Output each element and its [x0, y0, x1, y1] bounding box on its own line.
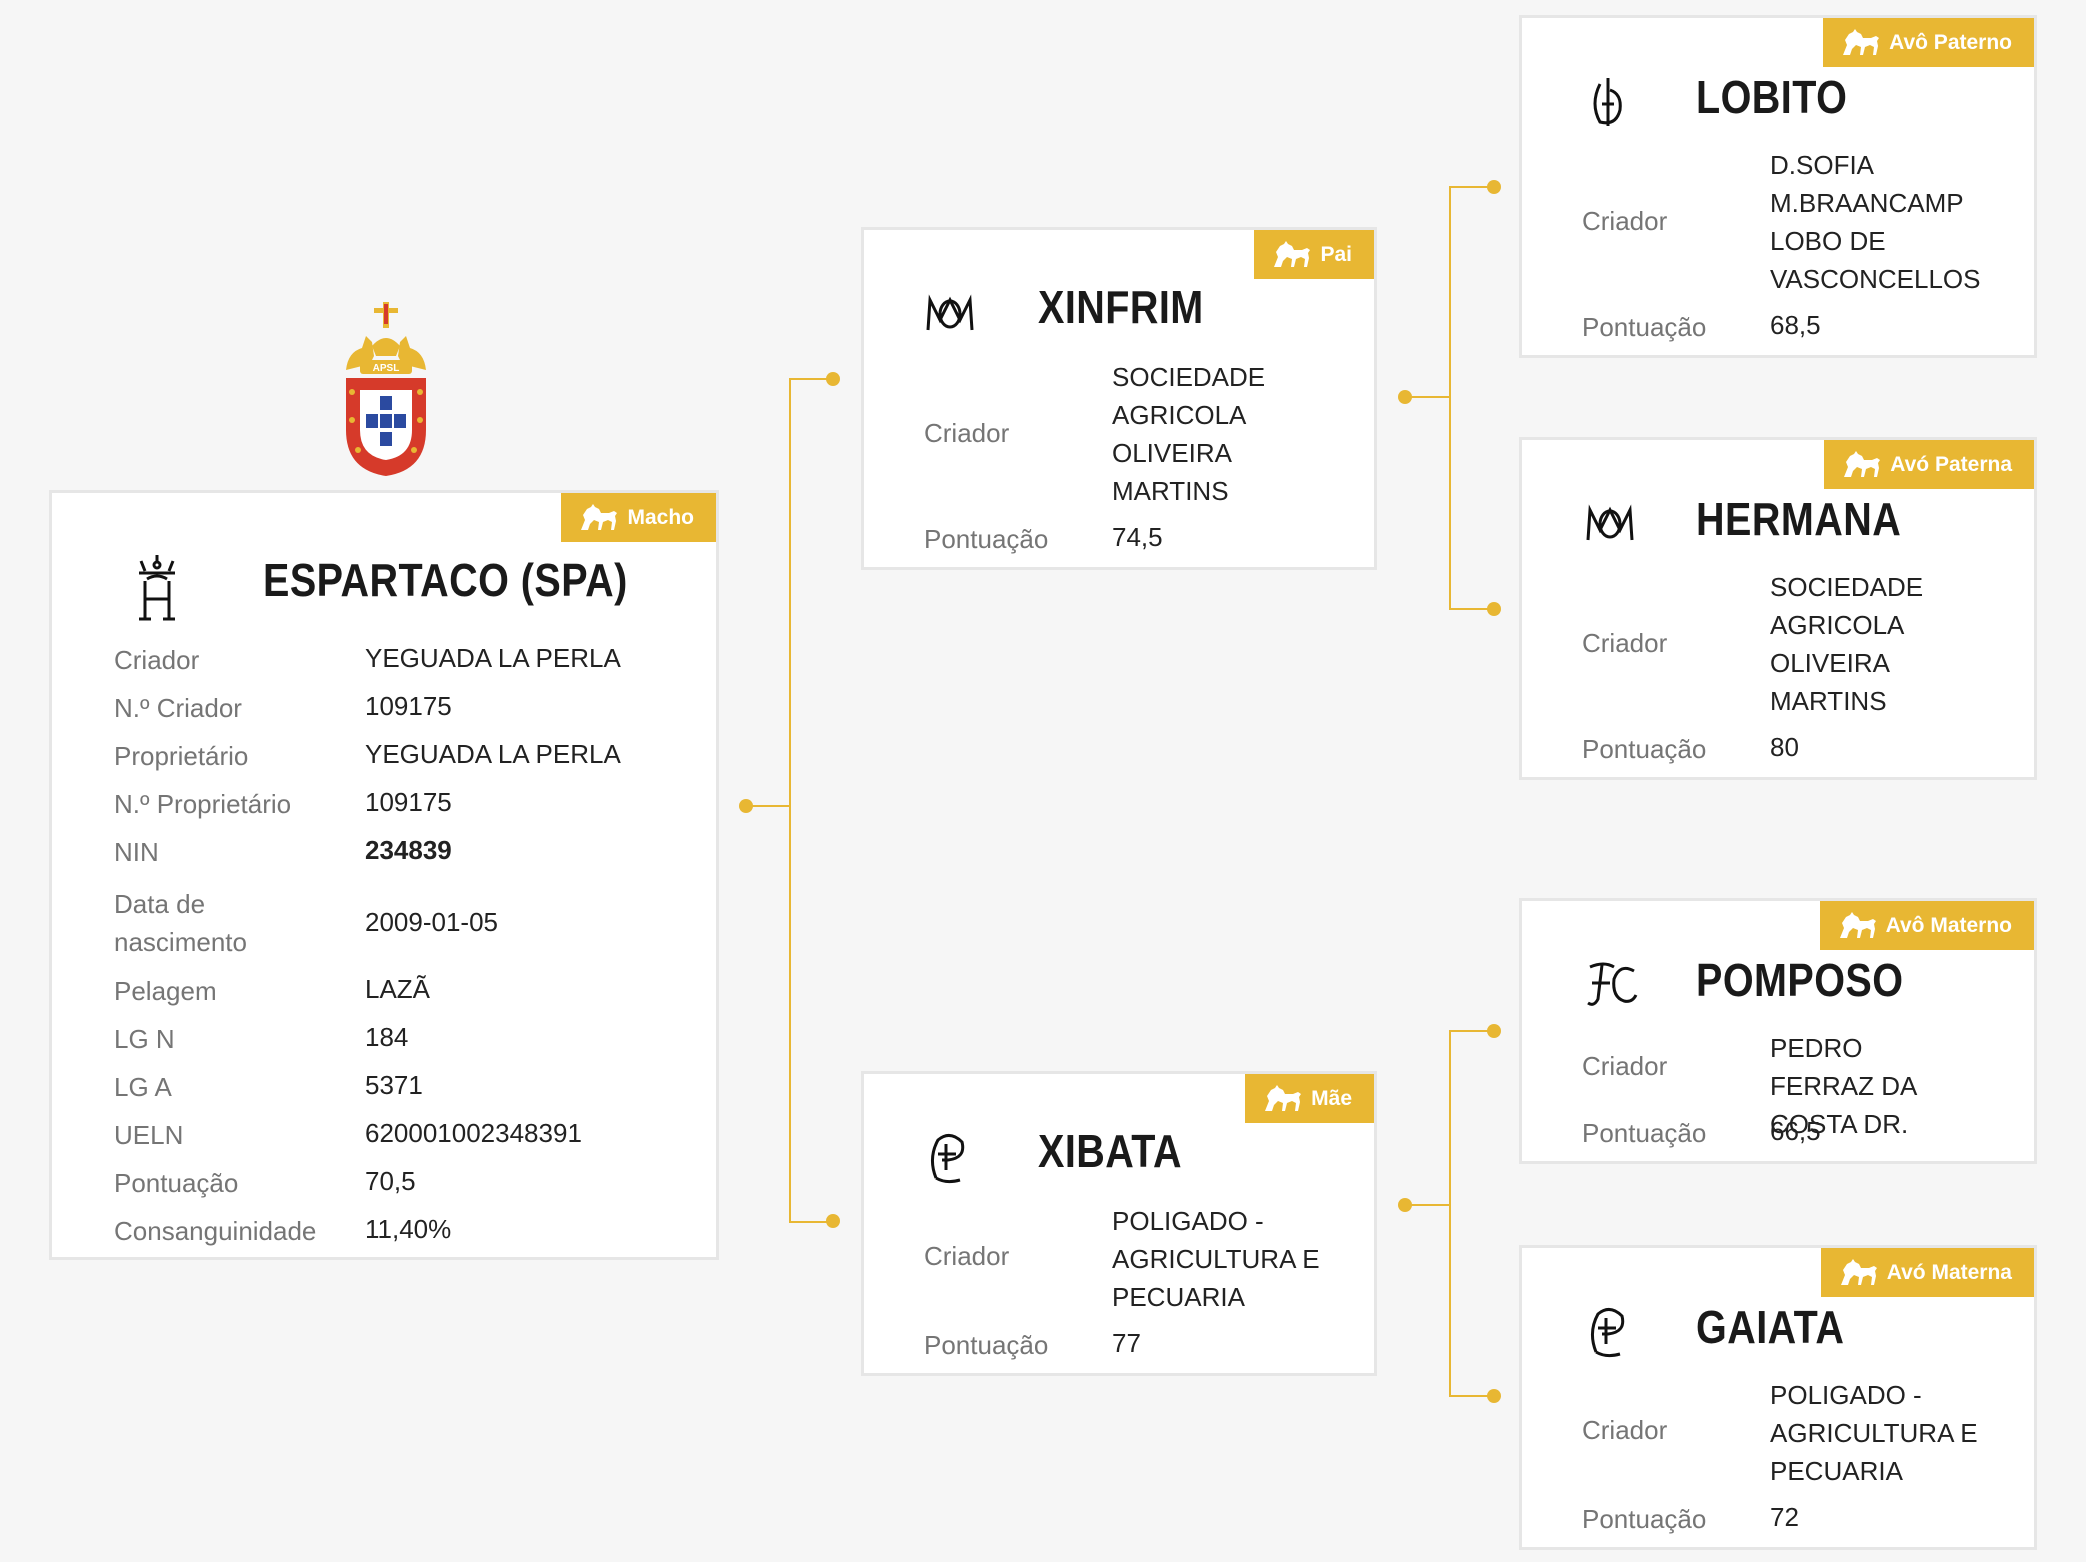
horse-name: XIBATA: [1038, 1125, 1182, 1177]
relation-badge: Avô Materno: [1819, 901, 2034, 950]
horse-name: XINFRIM: [1038, 281, 1204, 333]
horse-icon: [1842, 450, 1882, 480]
field-label: UELN: [114, 1120, 184, 1150]
criador-label: Criador: [1582, 628, 1668, 658]
pontuacao-label: Pontuação: [1582, 734, 1707, 764]
field-label: NIN: [114, 837, 159, 867]
field-label: Data de nascimento: [114, 889, 247, 957]
field-value: 2009-01-05: [365, 907, 498, 937]
nin-value: 234839: [365, 835, 452, 865]
brand-ferrete-d-icon: [1588, 74, 1628, 135]
brand-ferrete-p-icon: [926, 1128, 972, 1193]
sex-badge: Macho: [561, 493, 716, 542]
criador-label: Criador: [1582, 1415, 1668, 1445]
pontuacao-label: Pontuação: [924, 524, 1049, 554]
field-value: 109175: [365, 787, 452, 817]
field-label: N.º Criador: [114, 693, 242, 723]
pontuacao-value: 72: [1770, 1502, 1799, 1532]
field-label: Pelagem: [114, 976, 217, 1006]
badge-label: Mãe: [1311, 1086, 1352, 1110]
field-value: 184: [365, 1022, 409, 1052]
badge-label: Macho: [627, 505, 694, 529]
field-label: Proprietário: [114, 741, 249, 771]
badge-label: Avó Materna: [1886, 1260, 2012, 1284]
horse-card-main[interactable]: Macho ESPARTACO (SPA) Criador YEGUADA LA…: [49, 490, 719, 1260]
field-label: LG N: [114, 1024, 175, 1054]
relation-badge: Avó Paterna: [1824, 440, 2034, 489]
horse-name: HERMANA: [1696, 493, 1902, 545]
relation-badge: Avô Paterno: [1823, 18, 2034, 67]
badge-label: Avô Paterno: [1889, 30, 2012, 54]
horse-card-mae[interactable]: Mãe XIBATA Criador POLIGADO - AGRICULTUR…: [861, 1071, 1377, 1376]
badge-label: Pai: [1320, 242, 1352, 266]
criador-label: Criador: [1582, 206, 1668, 236]
criador-value: PEDRO FERRAZ DA COSTA DR.: [1770, 1033, 1916, 1139]
pontuacao-label: Pontuação: [1582, 312, 1707, 342]
brand-ferrete-fc-icon: [1584, 959, 1640, 1014]
apsl-crest-icon: APSL: [336, 300, 436, 480]
field-label: N.º Proprietário: [114, 789, 292, 819]
field-value: LAZÃ: [365, 974, 431, 1004]
pontuacao-value: 68,5: [1770, 310, 1821, 340]
pontuacao-label: Pontuação: [924, 1330, 1049, 1360]
brand-ferrete-h-crown-icon: [127, 551, 187, 628]
apsl-logo-text: APSL: [373, 363, 400, 374]
criador-value: SOCIEDADE AGRICOLA OLIVEIRA MARTINS: [1112, 362, 1266, 506]
field-label: Pontuação: [114, 1168, 239, 1198]
pontuacao-label: Pontuação: [1582, 1118, 1707, 1148]
horse-name: LOBITO: [1696, 71, 1848, 123]
horse-icon: [1263, 1084, 1303, 1114]
criador-label: Criador: [1582, 1051, 1668, 1081]
badge-label: Avó Paterna: [1890, 452, 2012, 476]
pontuacao-value: 77: [1112, 1328, 1141, 1358]
criador-label: Criador: [924, 1241, 1010, 1271]
field-value: 109175: [365, 691, 452, 721]
field-value: YEGUADA LA PERLA: [365, 643, 621, 673]
horse-icon: [1839, 1258, 1879, 1288]
horse-card-pai[interactable]: Pai XINFRIM Criador SOCIEDADE AGRICOLA O…: [861, 227, 1377, 570]
field-value: 70,5: [365, 1166, 416, 1196]
relation-badge: Mãe: [1245, 1074, 1374, 1123]
field-value: 620001002348391: [365, 1118, 582, 1148]
horse-card-avo-paterna[interactable]: Avó Paterna HERMANA Criador SOCIEDADE AG…: [1519, 437, 2037, 780]
criador-label: Criador: [924, 418, 1010, 448]
relation-badge: Avó Materna: [1820, 1248, 2034, 1297]
horse-name: ESPARTACO (SPA): [263, 554, 628, 606]
criador-value: SOCIEDADE AGRICOLA OLIVEIRA MARTINS: [1770, 572, 1924, 716]
pontuacao-value: 80: [1770, 732, 1799, 762]
brand-ferrete-mo-icon: [924, 294, 976, 339]
horse-name: POMPOSO: [1696, 954, 1904, 1006]
pontuacao-label: Pontuação: [1582, 1504, 1707, 1534]
horse-name: GAIATA: [1696, 1301, 1845, 1353]
brand-ferrete-mo-icon: [1584, 504, 1636, 549]
badge-label: Avô Materno: [1885, 913, 2012, 937]
pontuacao-value: 66,5: [1770, 1116, 1821, 1146]
horse-card-avo-materno[interactable]: Avô Materno POMPOSO Criador PEDRO FERRAZ…: [1519, 898, 2037, 1164]
field-value: YEGUADA LA PERLA: [365, 739, 621, 769]
pontuacao-value: 74,5: [1112, 522, 1163, 552]
relation-badge: Pai: [1254, 230, 1374, 279]
horse-icon: [1272, 240, 1312, 270]
horse-card-avo-paterno[interactable]: Avô Paterno LOBITO Criador D.SOFIA M.BRA…: [1519, 15, 2037, 358]
brand-ferrete-p-icon: [1586, 1302, 1632, 1367]
field-value: 5371: [365, 1070, 423, 1100]
horse-icon: [1841, 28, 1881, 58]
criador-value: D.SOFIA M.BRAANCAMP LOBO DE VASCONCELLOS: [1770, 150, 1981, 294]
field-label: Consanguinidade: [114, 1216, 317, 1246]
horse-icon: [579, 503, 619, 533]
criador-value: POLIGADO - AGRICULTURA E PECUARIA: [1770, 1380, 1978, 1486]
criador-value: POLIGADO - AGRICULTURA E PECUARIA: [1112, 1206, 1320, 1312]
field-value: 11,40%: [365, 1214, 452, 1244]
field-label: Criador: [114, 645, 200, 675]
horse-card-avo-materna[interactable]: Avó Materna GAIATA Criador POLIGADO - AG…: [1519, 1245, 2037, 1550]
horse-icon: [1838, 911, 1878, 941]
field-label: LG A: [114, 1072, 172, 1102]
